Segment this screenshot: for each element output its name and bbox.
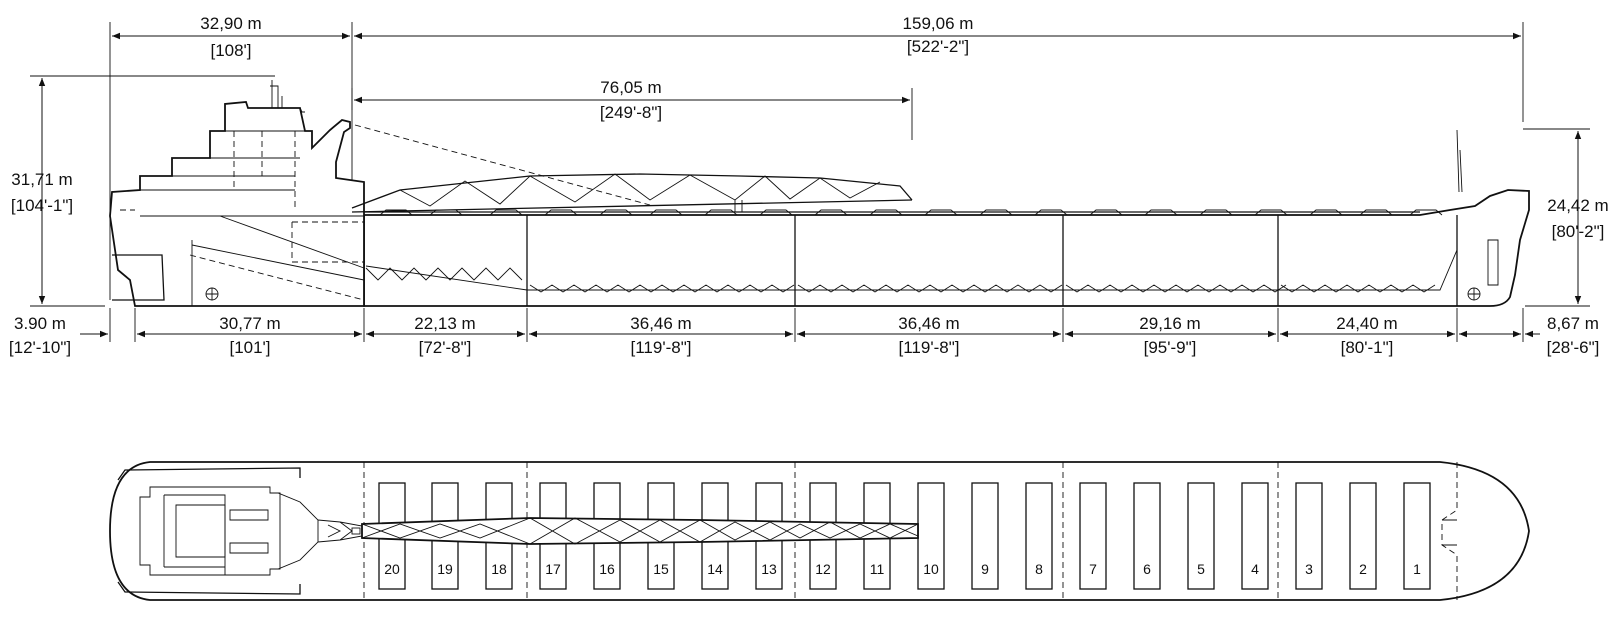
hatch-label-6: 6 bbox=[1143, 561, 1151, 577]
hatch-8 bbox=[1025, 482, 1053, 590]
hatch-1 bbox=[1403, 482, 1431, 590]
hatch-2 bbox=[1349, 482, 1377, 590]
hatch-6 bbox=[1133, 482, 1161, 590]
aft-length-ft: [108'] bbox=[210, 41, 251, 60]
segment-4-m: 36,46 m bbox=[898, 314, 959, 333]
hatch-label-17: 17 bbox=[545, 561, 561, 577]
segment-3-m: 36,46 m bbox=[630, 314, 691, 333]
unloading-boom-plan bbox=[361, 517, 919, 545]
hatch-7 bbox=[1079, 482, 1107, 590]
hatch-label-11: 11 bbox=[870, 561, 885, 577]
hatch-3 bbox=[1295, 482, 1323, 590]
top-dimensions: 32,90 m [108'] 159,06 m [522'-2"] 76,05 … bbox=[109, 14, 1524, 300]
segment-2-m: 22,13 m bbox=[414, 314, 475, 333]
bow-overhang-m: 8,67 m bbox=[1547, 314, 1599, 333]
height-fwd-m: 24,42 m bbox=[1547, 196, 1608, 215]
hatch-label-14: 14 bbox=[707, 561, 723, 577]
segment-5-m: 29,16 m bbox=[1139, 314, 1200, 333]
hatch-label-12: 12 bbox=[815, 561, 831, 577]
hatch-label-1: 1 bbox=[1413, 561, 1421, 577]
stern-overhang-m: 3.90 m bbox=[14, 314, 66, 333]
stern-overhang-ft: [12'-10"] bbox=[9, 338, 71, 357]
hatch-label-4: 4 bbox=[1251, 561, 1259, 577]
height-aft-ft: [104'-1"] bbox=[11, 196, 73, 215]
aft-length-m: 32,90 m bbox=[200, 14, 261, 33]
bow-length-ft: [522'-2"] bbox=[907, 37, 969, 56]
hatch-label-10: 10 bbox=[923, 561, 939, 577]
bow-overhang-ft: [28'-6"] bbox=[1547, 338, 1600, 357]
hatch-9 bbox=[971, 482, 999, 590]
segment-dimensions: 3.90 m [12'-10"] 30,77 m [101'] 22,13 m … bbox=[9, 308, 1599, 357]
hatch-4 bbox=[1241, 482, 1269, 590]
hatch-label-15: 15 bbox=[653, 561, 669, 577]
side-elevation bbox=[109, 80, 1530, 307]
hatch-label-7: 7 bbox=[1089, 561, 1097, 577]
hatch-label-9: 9 bbox=[981, 561, 989, 577]
segment-1-m: 30,77 m bbox=[219, 314, 280, 333]
hatch-label-20: 20 bbox=[384, 561, 400, 577]
segment-5-ft: [95'-9"] bbox=[1144, 338, 1197, 357]
segment-2-ft: [72'-8"] bbox=[419, 338, 472, 357]
vertical-dimensions: 31,71 m [104'-1"] 24,42 m [80'-2"] bbox=[11, 75, 1609, 307]
segment-6-ft: [80'-1"] bbox=[1341, 338, 1394, 357]
height-aft-m: 31,71 m bbox=[11, 170, 72, 189]
hatch-label-16: 16 bbox=[599, 561, 615, 577]
hatch-label-3: 3 bbox=[1305, 561, 1313, 577]
hatch-5 bbox=[1187, 482, 1215, 590]
segment-6-m: 24,40 m bbox=[1336, 314, 1397, 333]
hatch-label-13: 13 bbox=[761, 561, 777, 577]
hatch-label-19: 19 bbox=[437, 561, 453, 577]
segment-3-ft: [119'-8"] bbox=[631, 338, 692, 357]
boom-length-ft: [249'-8"] bbox=[600, 103, 662, 122]
unloading-boom-side bbox=[351, 124, 913, 213]
hatch-label-2: 2 bbox=[1359, 561, 1367, 577]
hatch-label-5: 5 bbox=[1197, 561, 1205, 577]
plan-view: 20 19 18 17 16 15 14 13 12 11 10 9 8 7 6… bbox=[109, 461, 1530, 601]
segment-1-ft: [101'] bbox=[229, 338, 270, 357]
height-fwd-ft: [80'-2"] bbox=[1552, 222, 1605, 241]
hatch-label-18: 18 bbox=[491, 561, 507, 577]
hatch-label-8: 8 bbox=[1035, 561, 1043, 577]
boom-length-m: 76,05 m bbox=[600, 78, 661, 97]
segment-4-ft: [119'-8"] bbox=[899, 338, 960, 357]
bow-length-m: 159,06 m bbox=[903, 14, 974, 33]
